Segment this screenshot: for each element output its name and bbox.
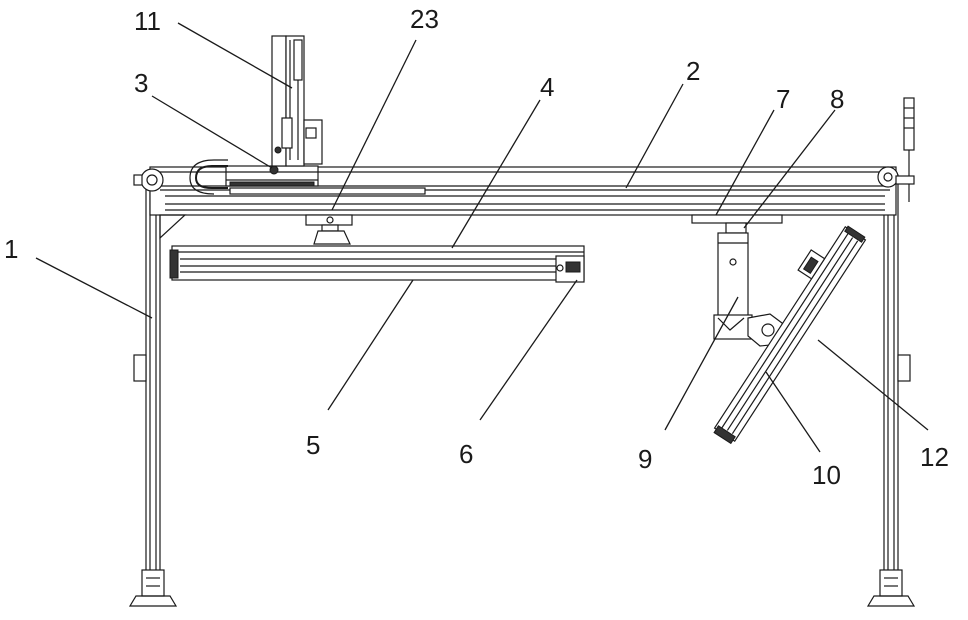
vertical-axis bbox=[272, 36, 322, 166]
label-3: 3 bbox=[134, 68, 148, 98]
right-leg bbox=[868, 175, 914, 606]
label-4: 4 bbox=[540, 72, 554, 102]
label-10: 10 bbox=[812, 460, 841, 490]
label-8: 8 bbox=[830, 84, 844, 114]
label-11: 11 bbox=[134, 6, 161, 36]
label-6: 6 bbox=[459, 439, 473, 469]
signal-tower bbox=[896, 98, 914, 202]
label-23: 23 bbox=[410, 4, 439, 34]
label-5: 5 bbox=[306, 430, 320, 460]
leader-lines bbox=[36, 23, 928, 452]
label-1: 1 bbox=[4, 234, 18, 264]
label-2: 2 bbox=[686, 56, 700, 86]
vertical-block-9 bbox=[714, 233, 786, 346]
horizontal-arm bbox=[170, 246, 584, 282]
hanger-plate-7 bbox=[692, 215, 782, 233]
label-7: 7 bbox=[776, 84, 790, 114]
label-12: 12 bbox=[920, 442, 949, 472]
hanger-23 bbox=[306, 215, 352, 244]
label-9: 9 bbox=[638, 444, 652, 474]
left-leg bbox=[130, 175, 176, 606]
